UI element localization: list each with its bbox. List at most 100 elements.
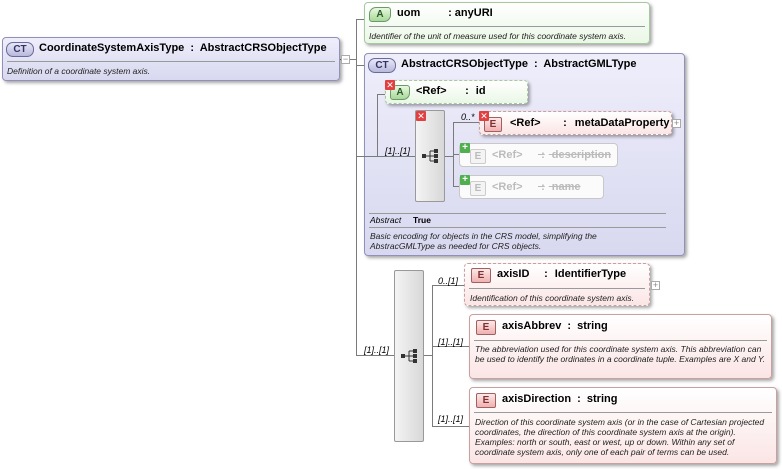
id-name: id	[475, 85, 486, 97]
uom-sep: :	[448, 7, 452, 19]
axis-id-sep: :	[544, 268, 548, 280]
axis-id-name: axisID	[497, 268, 530, 280]
axis-abbrev-sep: :	[567, 320, 572, 332]
element-badge: E	[470, 149, 486, 164]
name-sep: :	[541, 181, 545, 193]
divider	[469, 288, 645, 289]
main-sequence-compositor[interactable]	[394, 270, 424, 442]
connector-main-seq-out	[424, 355, 432, 356]
base-type-base: AbstractGMLType	[543, 58, 637, 70]
connector-seq-out	[445, 156, 453, 157]
name-ref: <Ref>	[492, 181, 523, 193]
element-description-ref[interactable]: E <Ref> : description	[459, 143, 618, 167]
base-sequence-cardinality: [1]..[1]	[385, 146, 411, 156]
element-badge: E	[476, 393, 496, 408]
collapse-main-icon[interactable]: −	[341, 54, 350, 64]
base-type-sep: :	[534, 58, 538, 70]
abstract-value: True	[413, 215, 431, 225]
axis-abbrev-cardinality: [1]..[1]	[438, 337, 464, 347]
sequence-icon	[401, 349, 417, 363]
divider	[474, 340, 767, 341]
complex-type-coordinate-system-axis[interactable]: CT CoordinateSystemAxisType : AbstractCR…	[2, 37, 340, 81]
metadata-title: <Ref> : metaDataProperty	[510, 117, 670, 129]
restricted-icon: ✕	[385, 80, 395, 90]
element-badge: E	[471, 268, 491, 283]
element-axis-direction[interactable]: E axisDirection : string Direction of th…	[469, 387, 777, 464]
restricted-icon: ✕	[416, 111, 426, 121]
divider	[369, 213, 666, 214]
element-axis-abbrev[interactable]: E axisAbbrev : string The abbreviation u…	[469, 314, 772, 379]
metadata-name: metaDataProperty	[574, 117, 670, 129]
axis-direction-description: Direction of this coordinate system axis…	[475, 417, 765, 457]
main-type-sep: :	[190, 42, 195, 54]
connector-metadata	[453, 122, 479, 123]
main-sequence-cardinality: [1]..[1]	[364, 345, 390, 355]
connector-main-vertical	[356, 19, 357, 355]
description-sep: :	[541, 149, 545, 161]
axis-abbrev-name: axisAbbrev	[502, 320, 562, 332]
connector-name	[453, 186, 459, 187]
description-title: <Ref> : description	[492, 149, 611, 161]
connector-to-uom	[356, 19, 364, 20]
element-badge: E	[476, 320, 496, 335]
complex-type-badge: CT	[368, 58, 396, 73]
sequence-icon	[422, 149, 438, 163]
base-sequence-compositor[interactable]	[415, 110, 445, 202]
main-type-title: CoordinateSystemAxisType : AbstractCRSOb…	[39, 42, 327, 54]
uom-description: Identifier of the unit of measure used f…	[369, 31, 627, 41]
axis-id-cardinality: 0..[1]	[438, 276, 459, 286]
axis-abbrev-title: axisAbbrev : string	[502, 320, 608, 332]
attribute-badge: A	[390, 85, 410, 100]
connector-axis-direction	[432, 426, 469, 427]
description-name: description	[551, 149, 612, 161]
expand-axis-id-icon[interactable]: +	[651, 280, 660, 290]
complex-type-badge: CT	[6, 42, 34, 57]
main-type-base: AbstractCRSObjectType	[199, 42, 327, 54]
connector-main-seq-vertical	[432, 285, 433, 426]
connector-to-base	[356, 65, 364, 66]
axis-id-title: axisID : IdentifierType	[497, 268, 626, 280]
uom-type: anyURI	[454, 7, 493, 19]
optional-icon: +	[460, 175, 470, 185]
main-type-name: CoordinateSystemAxisType	[39, 42, 185, 54]
description-ref: <Ref>	[492, 149, 523, 161]
abstract-label: Abstract	[370, 215, 402, 225]
connector-axis-abbrev	[432, 346, 469, 347]
base-type-name: AbstractCRSObjectType	[401, 58, 528, 70]
base-type-title: AbstractCRSObjectType : AbstractGMLType	[401, 58, 636, 70]
element-name-ref[interactable]: E <Ref> : name	[459, 175, 604, 199]
expand-metadata-icon[interactable]: +	[672, 118, 681, 128]
name-name: name	[551, 181, 581, 193]
connector-to-main-seq	[356, 355, 394, 356]
base-type-description: Basic encoding for objects in the CRS mo…	[370, 231, 597, 251]
axis-direction-type: string	[586, 393, 618, 405]
complex-type-abstract-crs-object[interactable]: CT AbstractCRSObjectType : AbstractGMLTy…	[357, 53, 685, 256]
divider	[369, 227, 666, 228]
uom-name: uom	[397, 7, 421, 19]
attribute-uom[interactable]: A uom : anyURI Identifier of the unit of…	[364, 2, 650, 44]
axis-direction-name: axisDirection	[502, 393, 572, 405]
attribute-id-ref[interactable]: A <Ref> : id	[385, 80, 528, 104]
axis-id-type: IdentifierType	[554, 268, 627, 280]
name-title: <Ref> : name	[492, 181, 581, 193]
id-sep: :	[465, 85, 469, 97]
optional-icon: +	[460, 143, 470, 153]
connector-description	[453, 154, 459, 155]
metadata-sep: :	[563, 117, 567, 129]
metadata-cardinality: 0..*	[461, 112, 475, 122]
axis-direction-title: axisDirection : string	[502, 393, 617, 405]
axis-id-description: Identification of this coordinate system…	[470, 293, 634, 303]
divider	[7, 61, 335, 62]
axis-direction-cardinality: [1]..[1]	[438, 414, 464, 424]
id-ref: <Ref>	[416, 85, 447, 97]
connector-axis-id	[432, 285, 464, 286]
element-badge: E	[470, 181, 486, 196]
connector-base-seq	[357, 156, 415, 157]
uom-title: uom : anyURI	[397, 7, 493, 19]
axis-direction-sep: :	[577, 393, 581, 405]
element-metadata-property[interactable]: E <Ref> : metaDataProperty	[479, 111, 672, 135]
connector-base-vertical	[377, 94, 378, 156]
axis-abbrev-description: The abbreviation used for this coordinat…	[475, 344, 766, 364]
element-axis-id[interactable]: E axisID : IdentifierType Identification…	[464, 263, 650, 306]
attribute-badge: A	[369, 7, 391, 22]
